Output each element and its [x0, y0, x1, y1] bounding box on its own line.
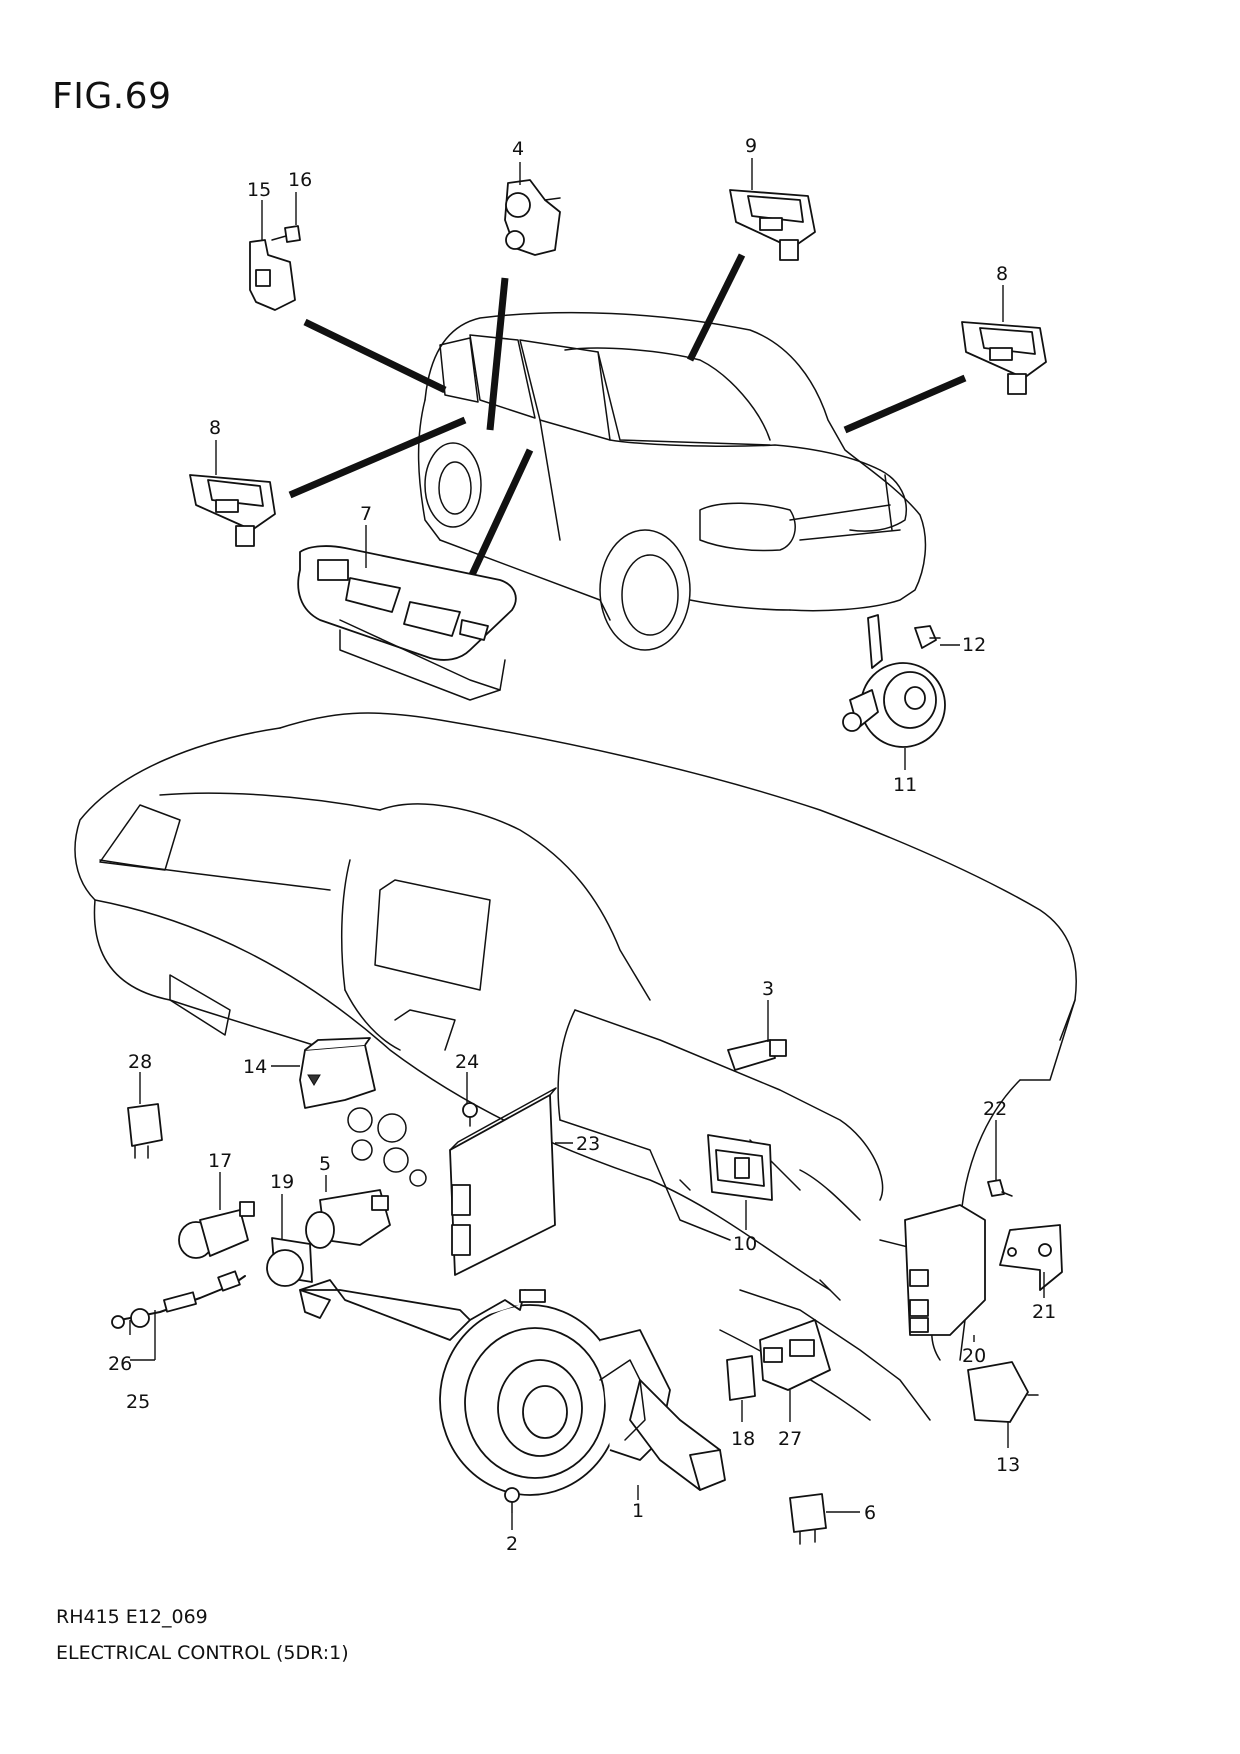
part-8-window-switch-right — [961, 321, 1047, 395]
part-20-module — [904, 1204, 986, 1336]
part-2-screw — [504, 1487, 520, 1513]
callout-27: 27 — [778, 1428, 802, 1450]
part-11-horn — [842, 614, 946, 748]
callout-1: 1 — [632, 1500, 644, 1522]
callout-21: 21 — [1032, 1301, 1056, 1323]
callout-7: 7 — [360, 503, 372, 525]
callout-6: 6 — [864, 1502, 876, 1524]
callout-28: 28 — [128, 1051, 152, 1073]
callout-17: 17 — [208, 1150, 232, 1172]
callout-26: 26 — [108, 1353, 132, 1375]
part-19-socket — [266, 1237, 313, 1287]
part-4-switch — [504, 179, 561, 256]
part-28-relay — [127, 1103, 163, 1159]
part-14-hazard-switch — [299, 1037, 376, 1109]
part-10-switch — [707, 1134, 773, 1201]
callout-18: 18 — [731, 1428, 755, 1450]
part-27-switch — [759, 1319, 831, 1391]
callout-16: 16 — [288, 169, 312, 191]
dashboard-outline — [74, 712, 1077, 1421]
part-7-master-switch — [297, 545, 517, 701]
callout-23: 23 — [576, 1133, 600, 1155]
part-24-screw — [462, 1102, 478, 1127]
callout-15: 15 — [247, 179, 271, 201]
callout-25: 25 — [126, 1391, 150, 1413]
figure-code: RH415 E12_069 — [56, 1606, 208, 1628]
callout-8-right: 8 — [996, 263, 1008, 285]
part-6-relay — [789, 1493, 827, 1545]
callout-14: 14 — [243, 1056, 267, 1078]
callout-9: 9 — [745, 135, 757, 157]
part-22-bolt — [987, 1179, 1013, 1197]
part-23-control-module — [449, 1087, 557, 1276]
callout-11: 11 — [893, 774, 917, 796]
part-5-switch — [305, 1189, 391, 1249]
part-3-sensor — [727, 1039, 787, 1071]
part-15-bracket — [249, 239, 296, 311]
part-21-bracket — [999, 1224, 1063, 1291]
pointer-lines — [288, 253, 967, 592]
part-18-cover — [726, 1355, 756, 1401]
callout-4: 4 — [512, 138, 524, 160]
car-outline — [417, 311, 927, 651]
callout-5: 5 — [319, 1153, 331, 1175]
callout-13: 13 — [996, 1454, 1020, 1476]
part-1-combination-switch — [299, 1279, 726, 1496]
figure-caption: ELECTRICAL CONTROL (5DR:1) — [56, 1642, 349, 1664]
callout-2: 2 — [506, 1533, 518, 1555]
callout-10: 10 — [733, 1233, 757, 1255]
callout-22: 22 — [983, 1098, 1007, 1120]
callout-24: 24 — [455, 1051, 479, 1073]
callout-12: 12 — [962, 634, 986, 656]
callout-labels: 4 9 15 16 8 8 7 12 11 3 14 24 28 23 17 5… — [108, 135, 1056, 1555]
part-25-cable — [111, 1270, 246, 1329]
part-9-window-switch — [729, 189, 816, 261]
callout-20: 20 — [962, 1345, 986, 1367]
part-12-bolt — [914, 625, 941, 649]
leader-lines — [129, 158, 1045, 1530]
callout-8-left: 8 — [209, 417, 221, 439]
part-16-screw — [271, 225, 301, 243]
callout-3: 3 — [762, 978, 774, 1000]
part-8-window-switch-left — [189, 474, 276, 547]
part-17-socket — [178, 1201, 255, 1259]
part-13-relay — [967, 1361, 1039, 1423]
figure-title: FIG.69 — [52, 76, 172, 117]
callout-19: 19 — [270, 1171, 294, 1193]
